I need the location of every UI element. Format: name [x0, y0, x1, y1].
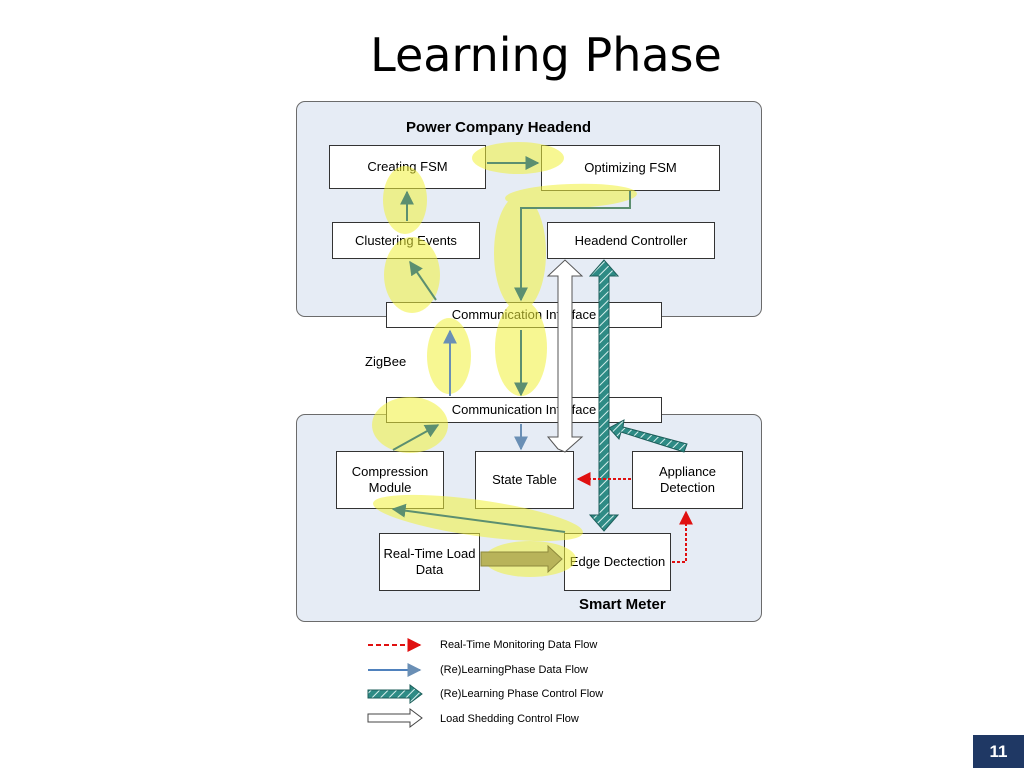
- control-flow-arrow: [588, 259, 688, 532]
- zigbee-label: ZigBee: [365, 354, 407, 369]
- page-number-badge: 11: [973, 735, 1024, 768]
- legend-relearning-data-flow: (Re)LearningPhase Data Flow: [440, 664, 588, 676]
- load-data-thick-arrow: [480, 544, 563, 574]
- optimizing-fsm-box: Optimizing FSM: [541, 145, 720, 191]
- learning-data-flow-arrows: [391, 156, 631, 533]
- real-time-load-data-box: Real-Time Load Data: [379, 533, 480, 591]
- slide-title: Learning Phase: [370, 28, 722, 82]
- legend-realtime-monitoring: Real-Time Monitoring Data Flow: [440, 639, 598, 651]
- legend-load-shedding: Load Shedding Control Flow: [440, 713, 579, 725]
- realtime-monitoring-arrows: [576, 472, 693, 563]
- appliance-detection-box: Appliance Detection: [632, 451, 743, 509]
- legend-relearning-control-flow: (Re)Learning Phase Control Flow: [440, 688, 604, 700]
- headend-controller-box: Headend Controller: [547, 222, 715, 259]
- headend-label: Power Company Headend: [406, 119, 592, 136]
- legend-glyphs: [367, 638, 423, 728]
- smart-meter-label: Smart Meter: [579, 596, 666, 613]
- edge-detection-box: Edge Dectection: [564, 533, 671, 591]
- load-shedding-arrow: [546, 259, 584, 453]
